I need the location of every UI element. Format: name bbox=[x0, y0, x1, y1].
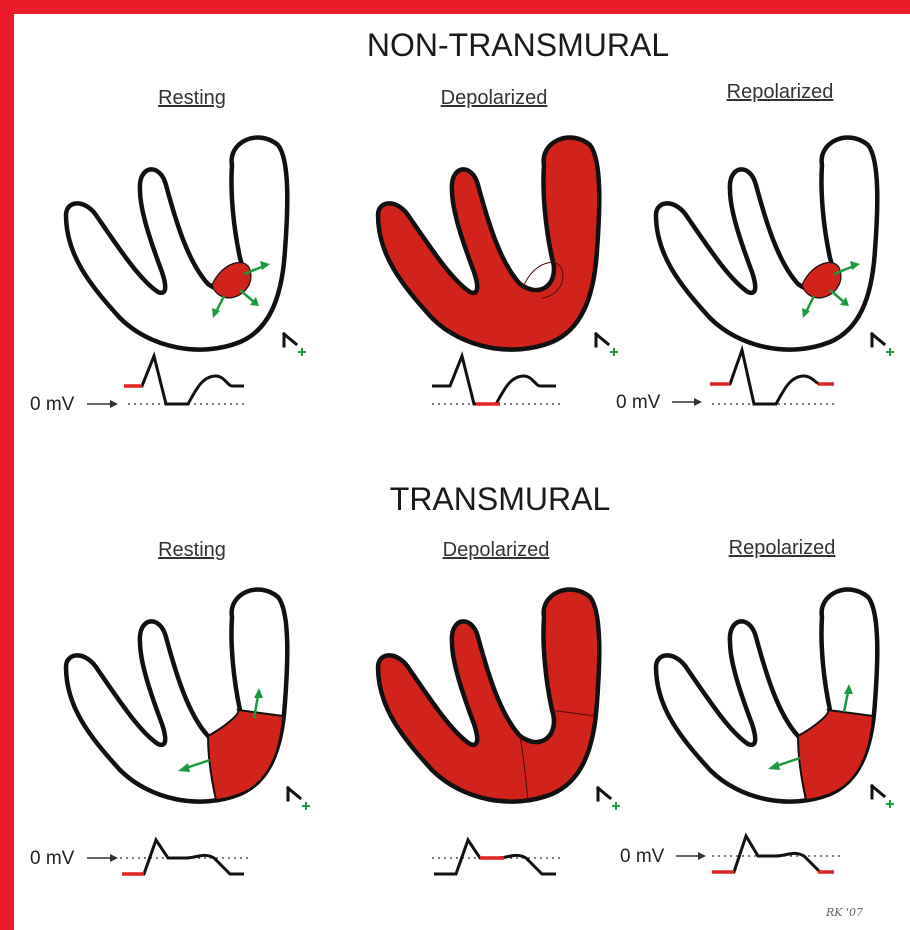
electrode-nt-depolarized bbox=[596, 334, 618, 356]
author-signature: RK '07 bbox=[825, 906, 863, 919]
heart-t-repolarized bbox=[656, 589, 877, 801]
ecg-nt-repolarized: 0 mV bbox=[616, 350, 834, 413]
heart-nt-resting bbox=[66, 137, 287, 349]
panel-label-t-depolarized: Depolarized bbox=[443, 539, 550, 561]
baseline-label-t-repolarized: 0 mV bbox=[620, 846, 665, 867]
heart-nt-depolarized bbox=[378, 137, 599, 349]
ecg-nt-resting: 0 mV bbox=[30, 356, 244, 415]
heart-nt-repolarized bbox=[656, 137, 877, 349]
ecg-t-resting: 0 mV bbox=[30, 840, 248, 874]
section-title-non-transmural: NON-TRANSMURAL bbox=[367, 27, 669, 63]
baseline-label-nt-resting: 0 mV bbox=[30, 394, 75, 415]
electrode-t-resting bbox=[288, 788, 310, 810]
baseline-label-t-resting: 0 mV bbox=[30, 848, 75, 869]
panel-label-nt-resting: Resting bbox=[158, 87, 226, 109]
heart-t-resting bbox=[66, 589, 287, 801]
ecg-t-depolarized bbox=[432, 840, 564, 874]
panel-label-t-resting: Resting bbox=[158, 539, 226, 561]
electrode-nt-resting bbox=[284, 334, 306, 356]
panel-label-nt-repolarized: Repolarized bbox=[727, 81, 834, 103]
baseline-label-nt-repolarized: 0 mV bbox=[616, 392, 661, 413]
panel-label-nt-depolarized: Depolarized bbox=[441, 87, 548, 109]
heart-t-depolarized bbox=[378, 589, 599, 801]
electrode-t-depolarized bbox=[598, 788, 620, 810]
electrode-t-repolarized bbox=[872, 786, 894, 808]
ecg-nt-depolarized bbox=[432, 356, 562, 404]
ecg-t-repolarized: 0 mV bbox=[620, 836, 840, 872]
diagram-canvas: NON-TRANSMURAL Resting 0 mV Depolarized … bbox=[14, 14, 910, 930]
section-title-transmural: TRANSMURAL bbox=[390, 481, 610, 517]
electrode-nt-repolarized bbox=[872, 334, 894, 356]
panel-label-t-repolarized: Repolarized bbox=[729, 537, 836, 559]
diagram-frame: NON-TRANSMURAL Resting 0 mV Depolarized … bbox=[14, 14, 910, 930]
